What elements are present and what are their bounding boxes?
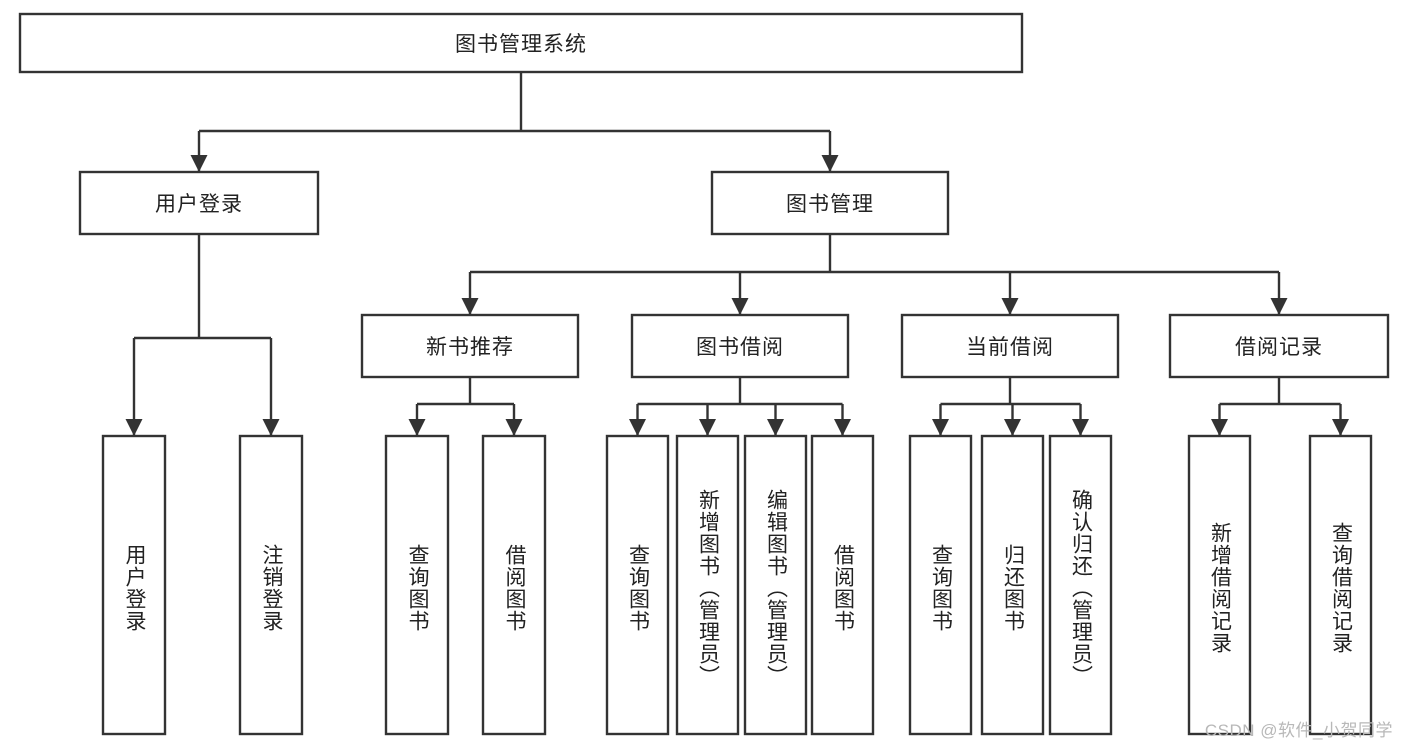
node-box[interactable] [710,170,950,236]
connector-arrowhead [1211,419,1228,436]
flow-node-l2-3[interactable] [1168,313,1390,379]
flow-node-root-0[interactable] [18,12,1024,74]
node-box[interactable] [605,434,670,736]
node-box[interactable] [1168,313,1390,379]
connector-arrowhead [731,298,749,315]
node-box[interactable] [360,313,580,379]
node-box[interactable] [1048,434,1113,736]
connector-arrowhead [821,155,839,172]
flow-node-l3-12[interactable] [1308,434,1373,736]
node-box[interactable] [481,434,547,736]
flow-node-l3-2[interactable] [384,434,450,736]
connector-arrowhead [629,419,646,436]
flow-node-l1-0[interactable] [78,170,320,236]
connector-arrowhead [932,419,949,436]
flow-node-l3-5[interactable] [675,434,740,736]
flow-node-l2-0[interactable] [360,313,580,379]
flow-node-l3-6[interactable] [743,434,808,736]
connector-arrowhead [699,419,716,436]
flow-node-l3-10[interactable] [1048,434,1113,736]
flow-node-l3-4[interactable] [605,434,670,736]
csdn-watermark: CSDN @软件_小贺同学 [1204,721,1393,740]
flow-node-l3-0[interactable] [101,434,167,736]
flow-node-l3-9[interactable] [980,434,1045,736]
connector-arrowhead [505,419,523,436]
flow-node-l3-3[interactable] [481,434,547,736]
connector-arrowhead [461,298,479,315]
node-box[interactable] [810,434,875,736]
connector-arrowhead [1332,419,1349,436]
connector-arrowhead [767,419,784,436]
node-box[interactable] [675,434,740,736]
flow-node-l3-7[interactable] [810,434,875,736]
connector-arrowhead [125,419,143,436]
flow-node-l2-2[interactable] [900,313,1120,379]
nodes-layer [18,12,1390,736]
connector-arrowhead [190,155,208,172]
connector-arrowhead [1004,419,1021,436]
connector-arrowhead [1270,298,1288,315]
connectors-layer [125,72,1349,436]
flow-node-l3-11[interactable] [1187,434,1252,736]
node-box[interactable] [743,434,808,736]
flow-node-l3-8[interactable] [908,434,973,736]
node-box[interactable] [900,313,1120,379]
flow-node-l2-1[interactable] [630,313,850,379]
flow-node-l1-1[interactable] [710,170,950,236]
node-box[interactable] [384,434,450,736]
node-box[interactable] [101,434,167,736]
connector-arrowhead [1072,419,1089,436]
node-box[interactable] [630,313,850,379]
node-box[interactable] [238,434,304,736]
connector-arrowhead [834,419,851,436]
connector-arrowhead [262,419,280,436]
node-box[interactable] [18,12,1024,74]
node-box[interactable] [908,434,973,736]
node-box[interactable] [980,434,1045,736]
node-box[interactable] [1187,434,1252,736]
connector-arrowhead [408,419,426,436]
flow-node-l3-1[interactable] [238,434,304,736]
node-box[interactable] [1308,434,1373,736]
node-box[interactable] [78,170,320,236]
connector-arrowhead [1001,298,1019,315]
